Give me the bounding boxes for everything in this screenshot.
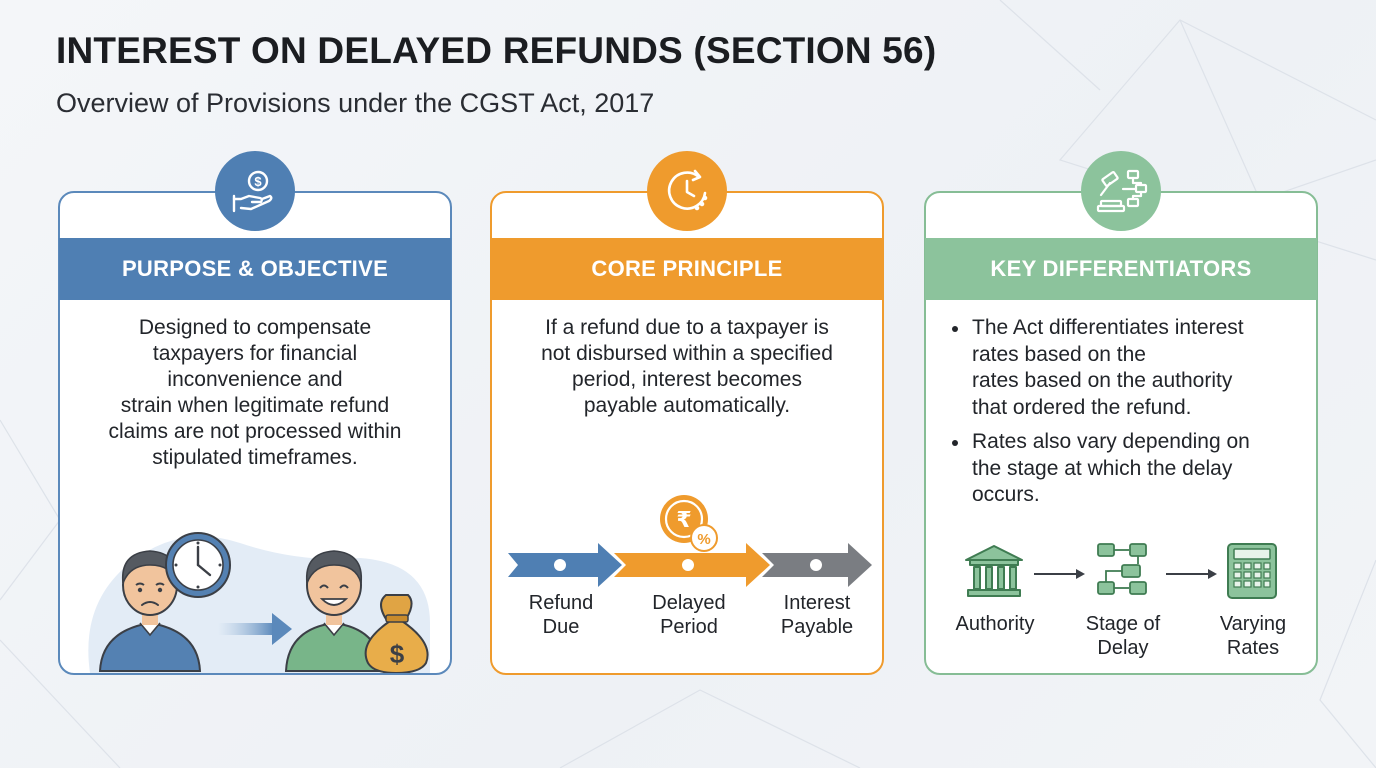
- purpose-card: $ PURPOSE & OBJECTIVE Designed to compen…: [58, 151, 452, 675]
- flow-label-line: Refund: [528, 592, 594, 614]
- refund-flow: ₹ % Refund Due Delayed Period Interest P…: [492, 489, 886, 677]
- purpose-text: Designed to compensate taxpayers for fin…: [84, 315, 426, 471]
- factor-label-line: Rates: [1226, 637, 1280, 659]
- compensation-illustration: $: [88, 532, 430, 673]
- bullet-line: Rates also vary depending on: [972, 430, 1250, 453]
- page-title: INTEREST ON DELAYED REFUNDS (SECTION 56): [56, 30, 937, 71]
- calculator-icon: [1227, 543, 1277, 599]
- principle-text: If a refund due to a taxpayer is not dis…: [516, 315, 858, 419]
- dollar-symbol: $: [254, 174, 262, 189]
- factor-label-line: Varying: [1219, 613, 1287, 635]
- flow-label-refund-due: Refund Due: [506, 591, 616, 639]
- factor-label-line: Authority: [955, 613, 1035, 635]
- bank-building-icon: [965, 545, 1023, 597]
- money-bag-icon: $: [364, 594, 429, 673]
- factor-label-varying-rates: Varying Rates: [1198, 612, 1308, 660]
- arrow-right-icon: [1034, 569, 1085, 579]
- purpose-line: taxpayers for financial: [152, 342, 358, 365]
- purpose-line: claims are not processed within: [108, 420, 402, 443]
- flow-label-line: Period: [660, 616, 718, 638]
- list-item: Rates also vary depending on the stage a…: [948, 429, 1300, 509]
- purpose-line: stipulated timeframes.: [152, 446, 358, 469]
- money-bag-symbol: $: [390, 639, 405, 669]
- flow-label-line: Delayed: [652, 592, 726, 614]
- worried-person-icon: [98, 550, 202, 672]
- bullet-line: The Act differentiates interest: [972, 316, 1244, 339]
- principle-line: period, interest becomes: [572, 368, 802, 391]
- principle-line: not disbursed within a specified: [541, 342, 833, 365]
- page-subtitle: Overview of Provisions under the CGST Ac…: [56, 88, 655, 118]
- principle-line: payable automatically.: [583, 394, 791, 417]
- flow-label-delayed-period: Delayed Period: [634, 591, 744, 639]
- rate-factors-diagram: Authority Stage of Delay Varying Rates: [926, 538, 1320, 659]
- clock-icon: [165, 532, 231, 598]
- rupee-symbol: ₹: [676, 508, 691, 533]
- principle-line: If a refund due to a taxpayer is: [545, 316, 829, 339]
- flowchart-icon: [1097, 543, 1147, 595]
- flow-label-line: Interest: [783, 592, 851, 614]
- rate-factors-icons: [965, 543, 1277, 599]
- factor-label-stage-of-delay: Stage of Delay: [1068, 612, 1178, 660]
- bullet-line: rates based on the authority: [972, 369, 1233, 392]
- bullet-line: occurs.: [972, 483, 1040, 506]
- arrow-right-icon: [218, 613, 292, 645]
- gavel-flowchart-icon: [1096, 169, 1148, 213]
- differentiators-card: KEY DIFFERENTIATORS The Act differentiat…: [924, 151, 1320, 675]
- hand-dollar-icon: $: [232, 170, 273, 213]
- factor-label-line: Delay: [1097, 637, 1149, 659]
- factor-label-line: Stage of: [1085, 613, 1161, 635]
- principle-badge: [647, 151, 727, 231]
- arrow-right-icon: [1166, 569, 1217, 579]
- principle-card: CORE PRINCIPLE If a refund due to a taxp…: [490, 151, 886, 677]
- clock-refresh-icon: [667, 169, 708, 211]
- flow-arrows: ₹ %: [508, 495, 872, 587]
- principle-header: CORE PRINCIPLE: [491, 238, 883, 300]
- purpose-header: PURPOSE & OBJECTIVE: [59, 238, 451, 300]
- differentiators-list: The Act differentiates interest rates ba…: [948, 315, 1300, 517]
- differentiators-badge: [1081, 151, 1161, 231]
- flow-label-interest-payable: Interest Payable: [762, 591, 872, 639]
- bullet-line: rates based on the: [972, 342, 1146, 366]
- bullet-line: that ordered the refund.: [972, 395, 1192, 419]
- purpose-line: inconvenience and: [167, 368, 343, 391]
- rupee-percent-icon: ₹ %: [660, 495, 718, 552]
- flow-label-line: Due: [542, 616, 580, 638]
- list-item: The Act differentiates interest rates ba…: [948, 315, 1300, 421]
- differentiators-header: KEY DIFFERENTIATORS: [925, 238, 1317, 300]
- purpose-line: Designed to compensate: [138, 316, 372, 339]
- purpose-line: strain when legitimate refund: [120, 394, 390, 417]
- percent-symbol: %: [697, 531, 710, 548]
- flow-label-line: Payable: [780, 616, 854, 638]
- factor-label-authority: Authority: [940, 612, 1050, 636]
- bullet-line: the stage at which the delay: [972, 456, 1233, 480]
- purpose-badge: $: [215, 151, 295, 231]
